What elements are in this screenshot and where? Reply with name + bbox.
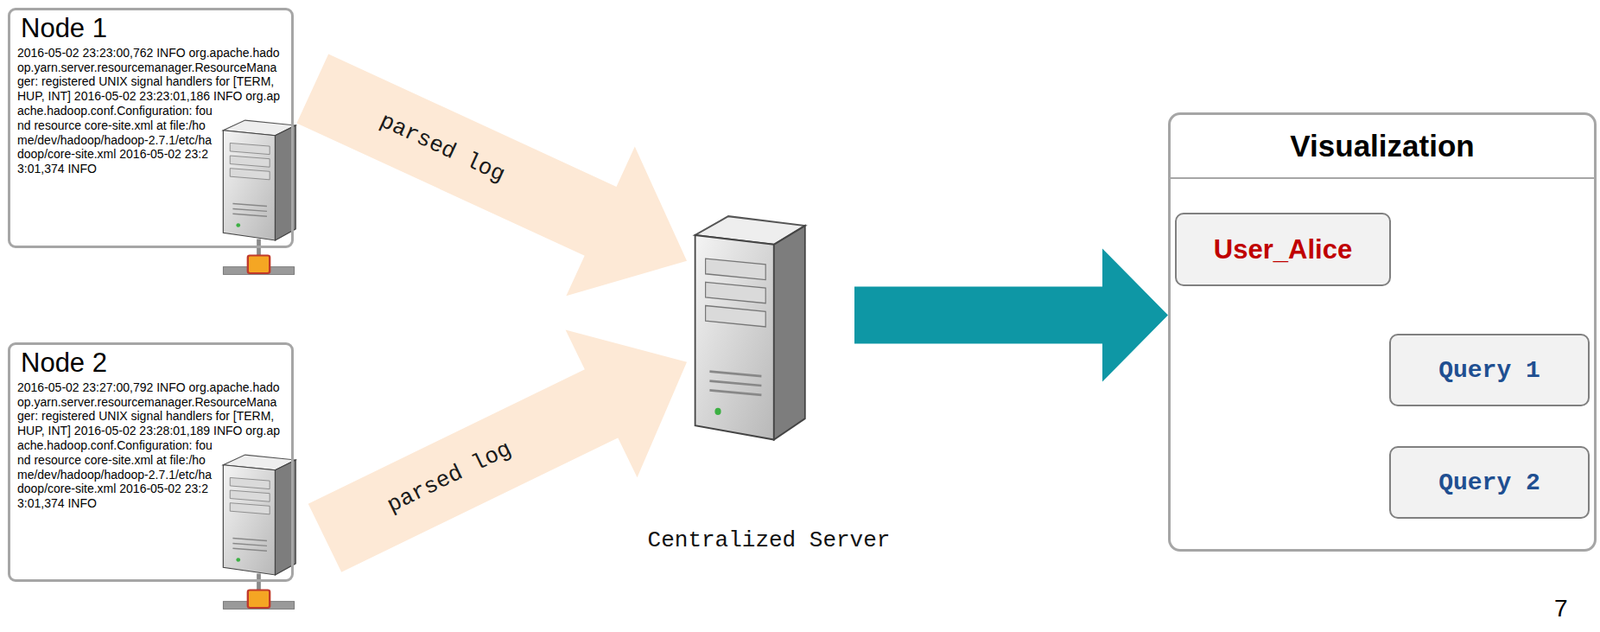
server-label: Centralized Server — [647, 526, 891, 553]
log-text: 2016-05-02 23:27:00,792 INFO org.apache.… — [17, 380, 285, 511]
block-arrow — [296, 53, 687, 296]
log-box: Node 22016-05-02 23:27:00,792 INFO org.a… — [7, 342, 294, 582]
server-illustration — [686, 209, 812, 445]
query-label: Query 1 — [1438, 356, 1541, 384]
query-box: Query 2 — [1389, 445, 1590, 519]
block-arrow — [308, 329, 687, 572]
user-label: User_Alice — [1213, 234, 1353, 266]
server-node: Centralized Server — [686, 209, 812, 445]
icon-spacer — [215, 449, 285, 562]
icon-spacer — [283, 45, 285, 115]
panel-heading: Visualization — [1170, 114, 1594, 179]
user-box: User_Alice — [1174, 212, 1391, 286]
server-icon — [222, 120, 296, 274]
node-heading: Node 1 — [20, 12, 285, 46]
log-box: Node 12016-05-02 23:23:00,762 INFO org.a… — [7, 7, 294, 248]
node-heading: Node 2 — [20, 346, 285, 381]
query-box: Query 1 — [1389, 333, 1590, 407]
query-label: Query 2 — [1438, 469, 1541, 496]
page-number: 7 — [1554, 594, 1569, 623]
icon-spacer — [215, 114, 285, 228]
edge-label: parsed log — [382, 436, 515, 519]
icon-spacer — [283, 380, 285, 450]
edge-label: parsed log — [375, 107, 509, 188]
server-icon — [222, 454, 296, 609]
block-arrow — [854, 247, 1169, 381]
visualization-panel: VisualizationUser_AliceQuery 1 Query 2 — [1168, 112, 1597, 552]
log-text: 2016-05-02 23:23:00,762 INFO org.apache.… — [17, 45, 285, 177]
